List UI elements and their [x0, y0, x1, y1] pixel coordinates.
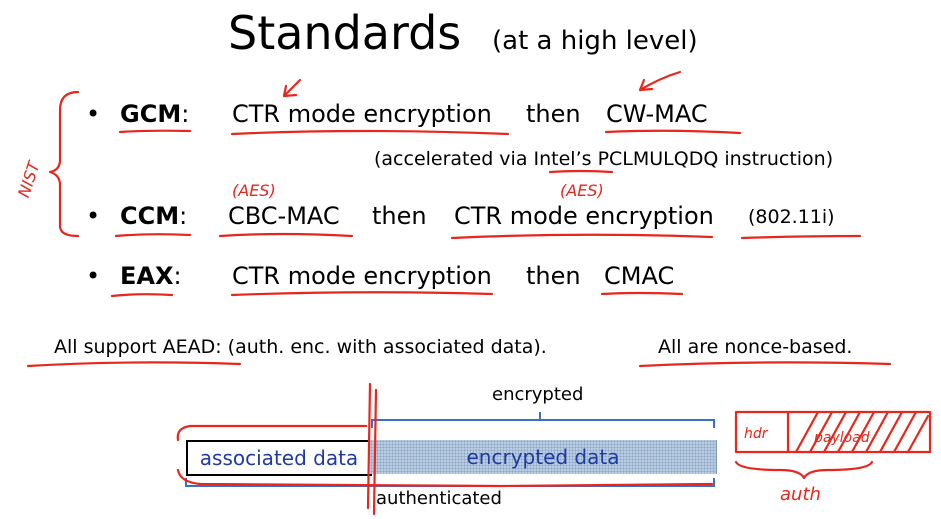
ink-underline	[218, 232, 354, 238]
bullet-dot: •	[86, 100, 101, 128]
ink-box	[734, 410, 932, 454]
ccm-label: CCM:	[120, 202, 188, 230]
ink-underline	[604, 129, 742, 135]
ink-bracket	[176, 424, 368, 442]
slide-title: Standards	[228, 6, 462, 60]
ink-aes-1: (AES)	[232, 181, 276, 200]
ink-underline	[118, 129, 192, 134]
ink-bracket	[48, 90, 80, 238]
ink-aes-2: (AES)	[560, 181, 604, 200]
ink-underline	[740, 234, 862, 240]
ink-underline	[600, 291, 684, 296]
gcm-then: then	[526, 100, 581, 128]
ink-divider	[366, 382, 378, 516]
ink-underline	[114, 233, 192, 238]
ink-underline	[638, 361, 892, 368]
ink-underline	[26, 361, 242, 368]
ink-arrow	[282, 78, 302, 98]
bullet-dot: •	[86, 262, 101, 290]
ink-underline	[110, 293, 174, 298]
gcm-part2: CW-MAC	[606, 100, 708, 128]
ink-hatch	[794, 410, 930, 454]
ink-underline	[450, 233, 714, 240]
ccm-then: then	[372, 202, 427, 230]
encrypted-data-box: encrypted data	[370, 440, 717, 474]
summary-nonce: All are nonce-based.	[658, 336, 853, 358]
ink-underline	[230, 291, 494, 297]
ink-arrow	[638, 70, 682, 92]
eax-then: then	[526, 262, 581, 290]
associated-data-box: associated data	[186, 440, 372, 476]
eax-part1: CTR mode encryption	[232, 262, 492, 290]
gcm-note: (accelerated via Intel’s PCLMULQDQ instr…	[374, 148, 834, 170]
eax-part2: CMAC	[604, 262, 675, 290]
bullet-dot: •	[86, 202, 101, 230]
slide-subtitle: (at a high level)	[492, 26, 698, 56]
ink-auth: auth	[780, 484, 821, 505]
ink-bracket	[176, 468, 714, 488]
encrypted-label: encrypted	[492, 384, 584, 405]
summary-aead: All support AEAD: (auth. enc. with assoc…	[54, 336, 547, 358]
ccm-part1: CBC-MAC	[228, 202, 340, 230]
ccm-part2: CTR mode encryption	[454, 202, 714, 230]
ink-underline	[548, 169, 614, 174]
ink-nist: NIST	[14, 158, 44, 200]
ink-payload: payload	[813, 430, 870, 446]
gcm-part1: CTR mode encryption	[232, 100, 492, 128]
ink-hdr: hdr	[744, 426, 769, 442]
authenticated-label: authenticated	[376, 488, 502, 509]
gcm-label: GCM:	[120, 100, 190, 128]
ink-underline	[230, 129, 510, 136]
ink-brace	[734, 460, 874, 480]
encrypted-bracket	[371, 419, 715, 428]
eax-label: EAX:	[120, 262, 182, 290]
ccm-note: (802.11i)	[748, 206, 835, 228]
